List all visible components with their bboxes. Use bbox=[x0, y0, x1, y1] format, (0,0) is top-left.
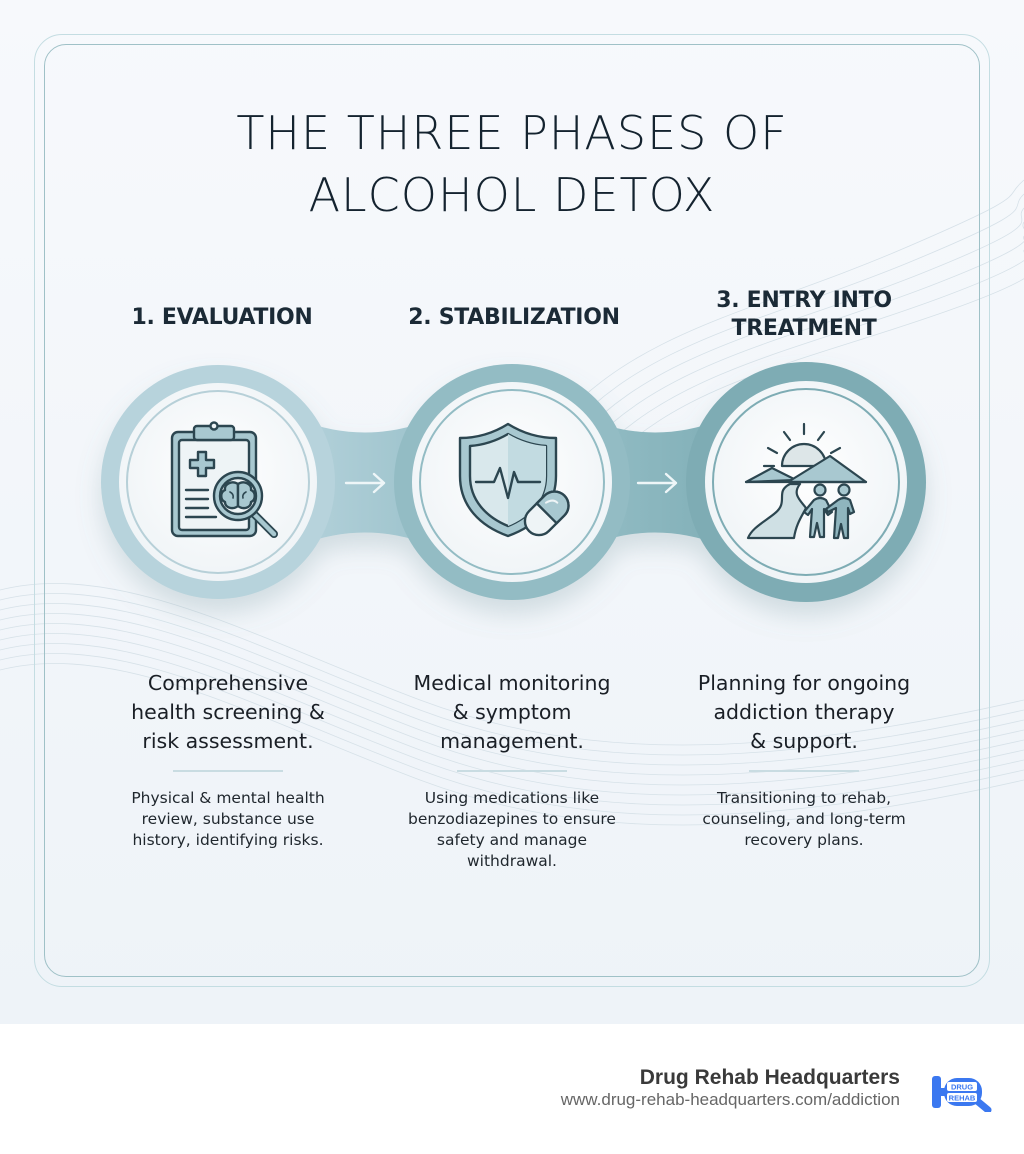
detail-line: Transitioning to rehab, bbox=[717, 789, 891, 807]
phase-detail: Physical & mental health review, substan… bbox=[88, 788, 368, 851]
detail-line: recovery plans. bbox=[744, 831, 864, 849]
shield-heartbeat-pill-icon bbox=[458, 422, 570, 538]
phase-heading-text-line2: TREATMENT bbox=[731, 316, 877, 341]
sunrise-path-people-icon bbox=[744, 422, 868, 540]
summary-line: & symptom bbox=[452, 700, 572, 724]
divider bbox=[173, 770, 283, 772]
divider bbox=[457, 770, 567, 772]
phase-heading-stabilization: 2. STABILIZATION bbox=[384, 304, 644, 332]
phase-detail: Using medications like benzodiazepines t… bbox=[372, 788, 652, 872]
summary-line: Planning for ongoing bbox=[697, 671, 911, 695]
arrow-right-icon bbox=[636, 472, 678, 494]
summary-line: Medical monitoring bbox=[413, 671, 611, 695]
phase-heading-evaluation: 1. EVALUATION bbox=[92, 304, 352, 332]
phase-heading-text: 1. EVALUATION bbox=[131, 305, 313, 330]
background-wave-lines bbox=[0, 179, 1024, 826]
phase-description-entry-into-treatment: Planning for ongoing addiction therapy &… bbox=[664, 669, 944, 851]
brand-url-link[interactable]: www.drug-rehab-headquarters.com/addictio… bbox=[560, 1090, 900, 1109]
inner-frame-border bbox=[44, 44, 980, 977]
phase-heading-text: 2. STABILIZATION bbox=[408, 305, 620, 330]
detail-line: counseling, and long-term bbox=[702, 810, 906, 828]
phase-summary: Planning for ongoing addiction therapy &… bbox=[664, 669, 944, 756]
detail-line: Using medications like bbox=[424, 789, 600, 807]
summary-line: addiction therapy bbox=[713, 700, 895, 724]
phase-detail: Transitioning to rehab, counseling, and … bbox=[664, 788, 944, 851]
phase-description-stabilization: Medical monitoring & symptom management.… bbox=[372, 669, 652, 872]
summary-line: health screening & bbox=[131, 700, 325, 724]
summary-line: Comprehensive bbox=[147, 671, 309, 695]
phase-summary: Medical monitoring & symptom management. bbox=[372, 669, 652, 756]
summary-line: management. bbox=[440, 729, 584, 753]
detail-line: withdrawal. bbox=[466, 852, 557, 870]
phase-description-evaluation: Comprehensive health screening & risk as… bbox=[88, 669, 368, 851]
divider bbox=[749, 770, 859, 772]
page-title: THE THREE PHASES OF ALCOHOL DETOX bbox=[0, 102, 1024, 226]
detail-line: safety and manage bbox=[436, 831, 588, 849]
summary-line: risk assessment. bbox=[142, 729, 314, 753]
detail-line: benzodiazepines to ensure bbox=[408, 810, 616, 828]
title-line-1: THE THREE PHASES OF bbox=[236, 106, 788, 160]
svg-text:REHAB: REHAB bbox=[949, 1094, 976, 1103]
phase-heading-text: 3. ENTRY INTO bbox=[716, 288, 892, 313]
svg-text:DRUG: DRUG bbox=[951, 1083, 973, 1092]
arrow-right-icon bbox=[344, 472, 386, 494]
summary-line: & support. bbox=[750, 729, 858, 753]
phase-track bbox=[101, 362, 926, 602]
title-line-2: ALCOHOL DETOX bbox=[308, 168, 716, 222]
hq-logo-icon[interactable]: DRUG REHAB bbox=[930, 1072, 994, 1112]
phase-heading-entry-into-treatment: 3. ENTRY INTO TREATMENT bbox=[674, 287, 934, 343]
detail-line: history, identifying risks. bbox=[132, 831, 324, 849]
detail-line: review, substance use bbox=[141, 810, 315, 828]
outer-frame-border bbox=[34, 34, 990, 987]
infographic-canvas: THE THREE PHASES OF ALCOHOL DETOX 1. EVA… bbox=[0, 0, 1024, 1024]
clipboard-magnifier-brain-icon bbox=[170, 421, 278, 538]
footer: Drug Rehab Headquarters www.drug-rehab-h… bbox=[0, 1024, 1024, 1154]
brand-name: Drug Rehab Headquarters bbox=[639, 1066, 900, 1089]
detail-line: Physical & mental health bbox=[131, 789, 325, 807]
phase-summary: Comprehensive health screening & risk as… bbox=[88, 669, 368, 756]
